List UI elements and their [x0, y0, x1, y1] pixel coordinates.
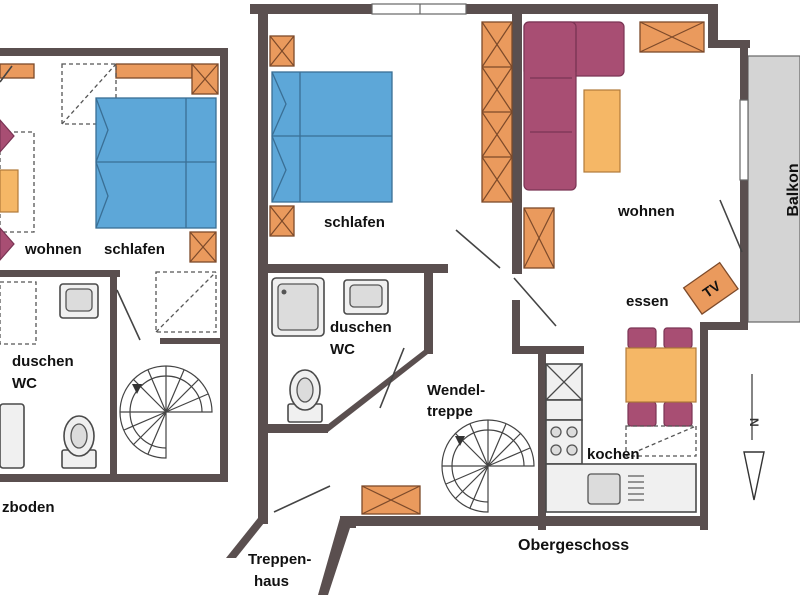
dachboden-plan: wohnen schlafen duschen WC zboden	[0, 48, 228, 516]
og-wall-balcony	[740, 40, 748, 100]
og-counter	[545, 463, 697, 513]
og-label-treppen: Treppen-	[248, 551, 311, 568]
og-wardrobe-column	[481, 21, 513, 203]
og-coffee-table	[583, 89, 621, 173]
dach-slope-zone	[61, 63, 117, 125]
og-label-balkon: Balkon	[785, 163, 800, 216]
og-shower	[271, 277, 325, 337]
dach-slope-zone	[155, 271, 217, 333]
dach-wall-bath-top	[0, 270, 120, 277]
og-window-balcony	[739, 99, 749, 181]
og-dining-zone	[625, 425, 697, 457]
dach-wall-right	[220, 48, 228, 482]
dach-wardrobe	[115, 63, 193, 79]
dach-slope-zone	[0, 131, 35, 233]
og-wall-bath-bottom	[258, 424, 328, 433]
og-wall-schlafen-bottom	[258, 264, 448, 273]
dach-table	[0, 169, 19, 213]
og-toilet	[287, 369, 323, 423]
og-label-treppe: treppe	[427, 403, 473, 420]
dach-shower	[0, 403, 25, 469]
og-wall-inner	[512, 4, 522, 274]
og-door	[513, 277, 557, 327]
og-wall	[512, 300, 520, 354]
dach-wardrobe	[0, 63, 35, 79]
dach-wall-bath-right	[110, 270, 117, 480]
og-stair-wall	[226, 518, 268, 558]
og-wall	[708, 4, 718, 46]
og-kitchen	[545, 363, 697, 513]
og-window	[371, 3, 467, 15]
og-wall-bath	[424, 264, 433, 354]
og-door	[719, 199, 743, 253]
og-door	[455, 229, 501, 269]
og-stove	[545, 419, 583, 465]
dach-wall-stair-top	[160, 338, 224, 344]
og-wall-kitchen-left	[538, 350, 546, 530]
north-arrow: N	[743, 374, 765, 501]
og-wall	[708, 40, 750, 48]
og-kitchen-sink	[587, 473, 621, 505]
og-label-wendel: Wendel-	[427, 382, 485, 399]
og-wall-balcony	[740, 180, 748, 330]
og-sink	[343, 279, 389, 315]
og-wall	[700, 322, 748, 330]
og-wall-top	[250, 4, 715, 14]
og-sofa	[523, 21, 625, 191]
og-label-haus: haus	[254, 573, 289, 590]
dach-spiral-stair	[119, 365, 213, 459]
og-label-obergeschoss: Obergeschoss	[518, 537, 629, 554]
og-label-wc: WC	[330, 341, 355, 358]
dach-label-boden: zboden	[2, 499, 55, 516]
og-wall	[512, 346, 584, 354]
north-label: N	[747, 418, 761, 427]
og-dining-set	[625, 327, 697, 427]
og-label-wohnen: wohnen	[617, 203, 675, 220]
og-label-duschen: duschen	[330, 319, 392, 336]
dach-label-schlafen: schlafen	[104, 241, 165, 258]
og-tv: TV	[682, 261, 739, 315]
og-label-schlafen: schlafen	[324, 214, 385, 231]
og-label-essen: essen	[626, 293, 669, 310]
dach-label-duschen: duschen	[12, 353, 74, 370]
og-door	[379, 347, 405, 409]
og-wall-bottom	[340, 516, 708, 526]
og-wall-kitchen	[700, 322, 708, 530]
og-stair-wall	[318, 518, 356, 595]
dach-bed	[95, 97, 217, 229]
dach-chair	[0, 119, 15, 153]
dach-toilet	[61, 415, 97, 469]
og-door	[273, 485, 331, 513]
dach-slope-zone	[0, 281, 37, 345]
og-bed	[271, 71, 393, 203]
og-label-kochen: kochen	[587, 446, 640, 463]
obergeschoss-plan: Balkon	[226, 3, 800, 595]
dach-label-wc: WC	[12, 375, 37, 392]
dach-wall-top	[0, 48, 228, 56]
dach-label-wohnen: wohnen	[24, 241, 82, 258]
og-spiral-stair	[441, 419, 535, 513]
dach-chair	[0, 227, 15, 261]
og-wall-bath-diag	[318, 350, 433, 432]
